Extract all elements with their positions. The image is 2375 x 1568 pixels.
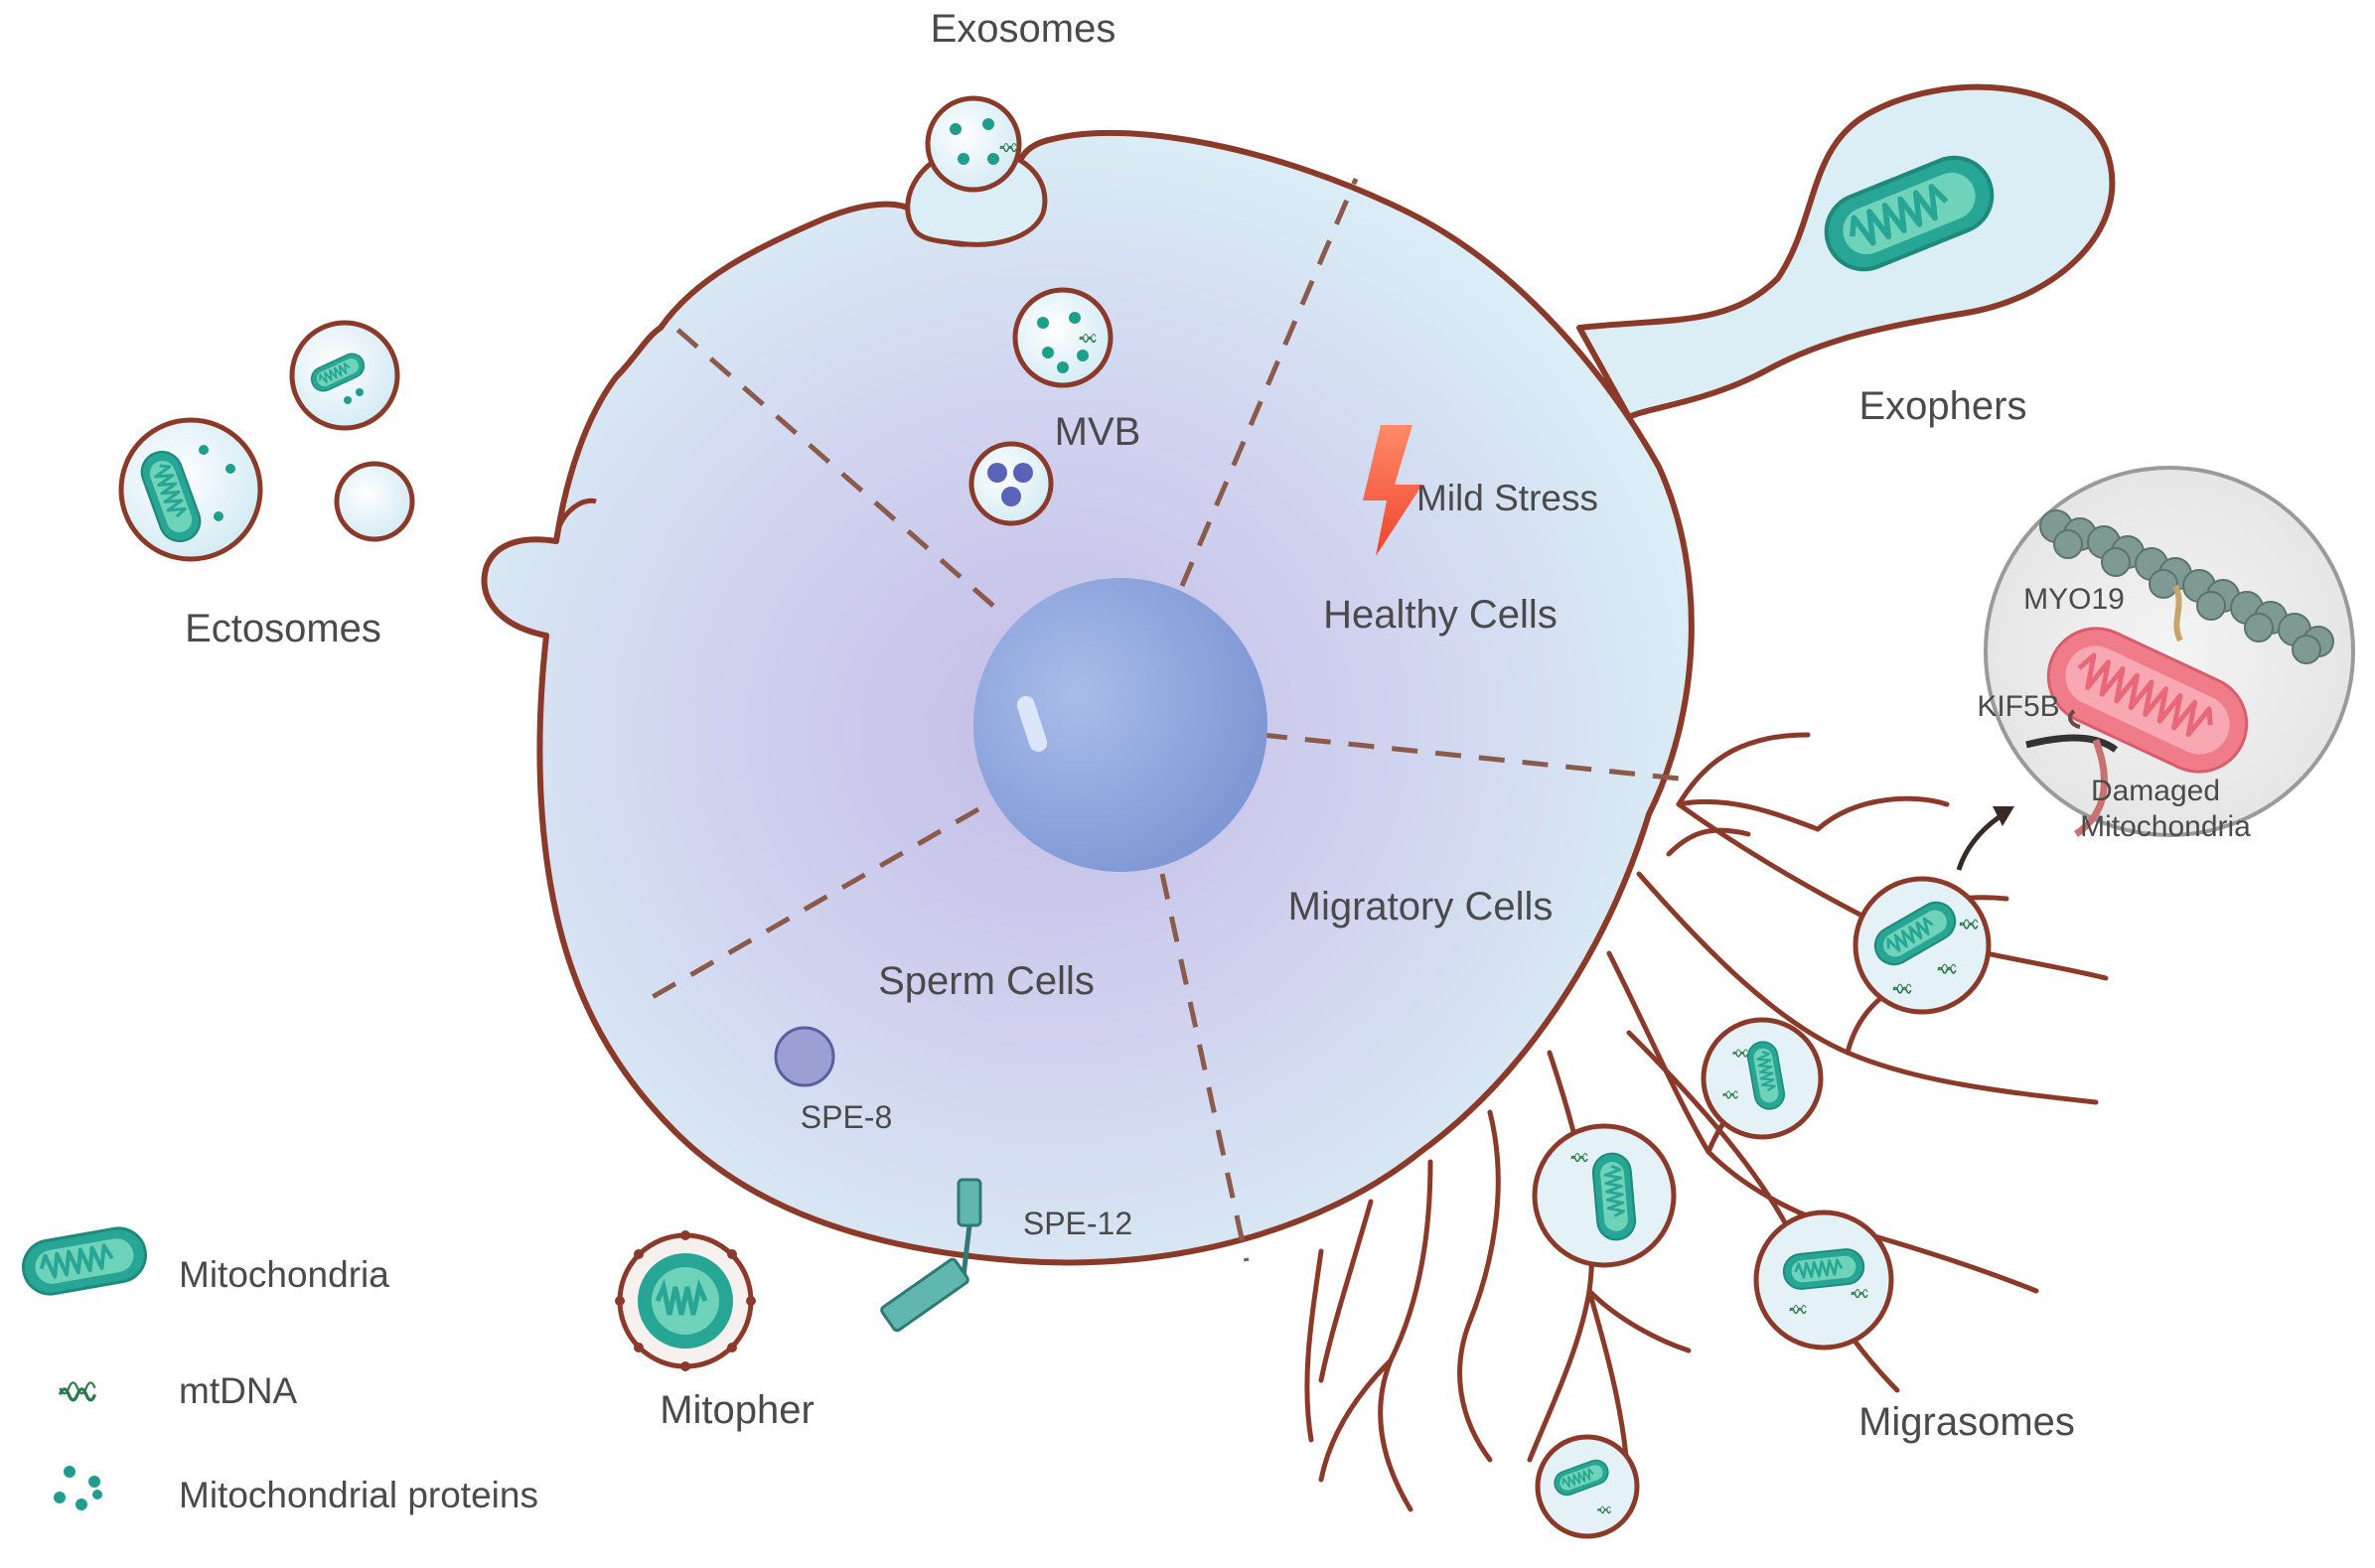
mitopher-vesicle xyxy=(615,1230,756,1371)
migrasome-2 xyxy=(1701,1017,1824,1140)
label-mvb: MVB xyxy=(1055,410,1141,454)
zoom-arrowhead xyxy=(1993,806,2014,826)
stress-bolt-icon xyxy=(1363,425,1422,556)
mvb-vesicle-2 xyxy=(968,441,1054,526)
spe8-icon xyxy=(774,1026,835,1087)
mtdna-icon xyxy=(58,1380,97,1402)
mitochondrion-icon xyxy=(17,1221,152,1301)
label-mild-stress: Mild Stress xyxy=(1416,478,1598,518)
spe12-icon xyxy=(880,1178,982,1333)
label-exosomes: Exosomes xyxy=(931,7,1116,51)
label-migratory-cells: Migratory Cells xyxy=(1288,885,1554,928)
label-sperm-cells: Sperm Cells xyxy=(878,959,1095,1003)
label-ectosomes: Ectosomes xyxy=(185,607,381,650)
label-spe8: SPE-8 xyxy=(801,1099,892,1135)
label-exophers: Exophers xyxy=(1859,384,2027,428)
exosome-vesicle xyxy=(925,95,1022,193)
actin-filament-icon xyxy=(2039,509,2334,664)
migrasome-5 xyxy=(1535,1434,1640,1539)
ectosome-large xyxy=(118,417,263,562)
label-healthy-cells: Healthy Cells xyxy=(1323,593,1558,637)
label-spe12: SPE-12 xyxy=(1023,1206,1132,1241)
ectosome-medium xyxy=(289,320,400,431)
protein-dots-icon xyxy=(54,1466,102,1510)
ectosome-small xyxy=(334,461,415,542)
label-migrasomes: Migrasomes xyxy=(1858,1400,2075,1444)
migrasome-3 xyxy=(1532,1123,1677,1268)
legend-label-mtdna: mtDNA xyxy=(179,1370,298,1411)
legend-label-proteins: Mitochondrial proteins xyxy=(179,1475,538,1515)
migrasome-1 xyxy=(1853,876,1992,1015)
section-dividers xyxy=(649,178,1690,1262)
label-damaged-line2: Mitochondria xyxy=(2080,810,2251,843)
nucleus xyxy=(973,578,1267,872)
label-kif5b: KIF5B xyxy=(1977,690,2059,723)
migrasome-4 xyxy=(1753,1210,1894,1351)
cell-left-bump xyxy=(553,498,597,542)
label-myo19: MYO19 xyxy=(2023,583,2125,616)
mvb-vesicle-1 xyxy=(1012,287,1113,388)
damaged-mitochondrion-icon xyxy=(2046,627,2249,774)
label-mitopher: Mitopher xyxy=(660,1388,815,1432)
label-damaged-line1: Damaged xyxy=(2091,775,2220,807)
legend: Mitochondria mtDNA Mitochondrial protein… xyxy=(17,1221,538,1515)
legend-label-mitochondria: Mitochondria xyxy=(179,1254,389,1295)
zoom-bubble: MYO19 KIF5B Damaged Mitochondria xyxy=(1977,466,2355,843)
zoom-arrow xyxy=(1956,809,2008,871)
